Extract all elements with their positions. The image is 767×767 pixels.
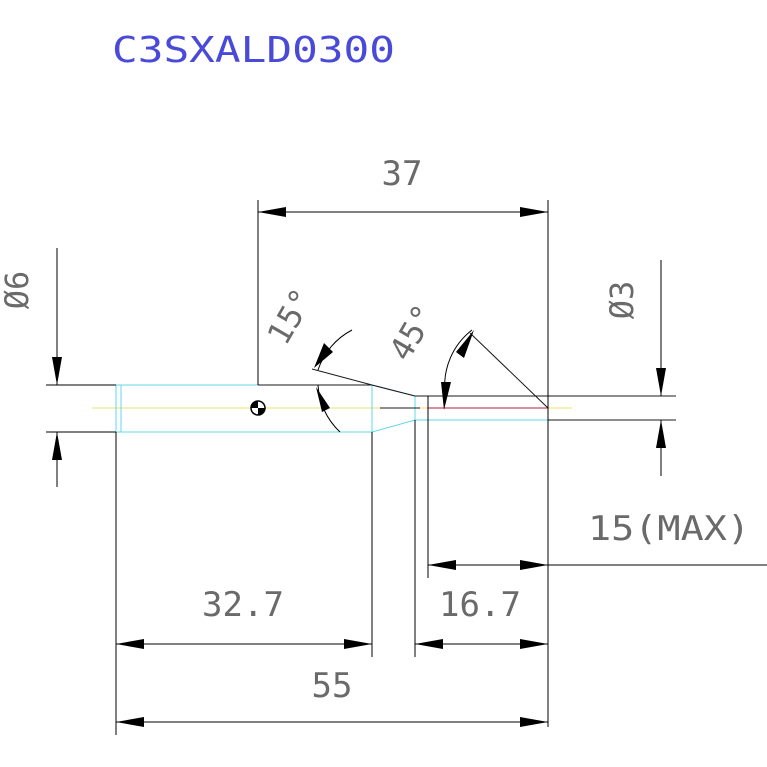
dimension-diameter-6-label: Ø6 bbox=[0, 271, 36, 310]
dimension-32-7: 32.7 bbox=[115, 432, 373, 735]
dimension-16-7: 16.7 bbox=[414, 420, 548, 657]
dimension-37-label: 37 bbox=[382, 154, 423, 194]
dimension-diameter-3-label: Ø3 bbox=[603, 281, 641, 320]
dimension-55-label: 55 bbox=[312, 666, 353, 706]
dimension-15-max: 15(MAX) bbox=[427, 396, 767, 578]
angle-15-label: 15° bbox=[260, 282, 322, 351]
dimension-37: 37 bbox=[257, 154, 549, 727]
origin-marker bbox=[250, 400, 266, 416]
dimension-32-7-label: 32.7 bbox=[202, 585, 284, 625]
dimension-diameter-3: Ø3 bbox=[603, 260, 666, 476]
edge-lines bbox=[258, 332, 676, 421]
angle-45-label: 45° bbox=[382, 298, 444, 367]
dimension-diameter-6: Ø6 bbox=[0, 248, 116, 487]
drawing-title: C3SXALD0300 bbox=[112, 30, 395, 71]
angle-45: 45° bbox=[382, 298, 474, 410]
dimension-55: 55 bbox=[116, 666, 548, 727]
dimension-15-max-label: 15(MAX) bbox=[588, 509, 750, 549]
angle-15: 15° bbox=[260, 282, 353, 433]
dimension-16-7-label: 16.7 bbox=[439, 585, 521, 625]
